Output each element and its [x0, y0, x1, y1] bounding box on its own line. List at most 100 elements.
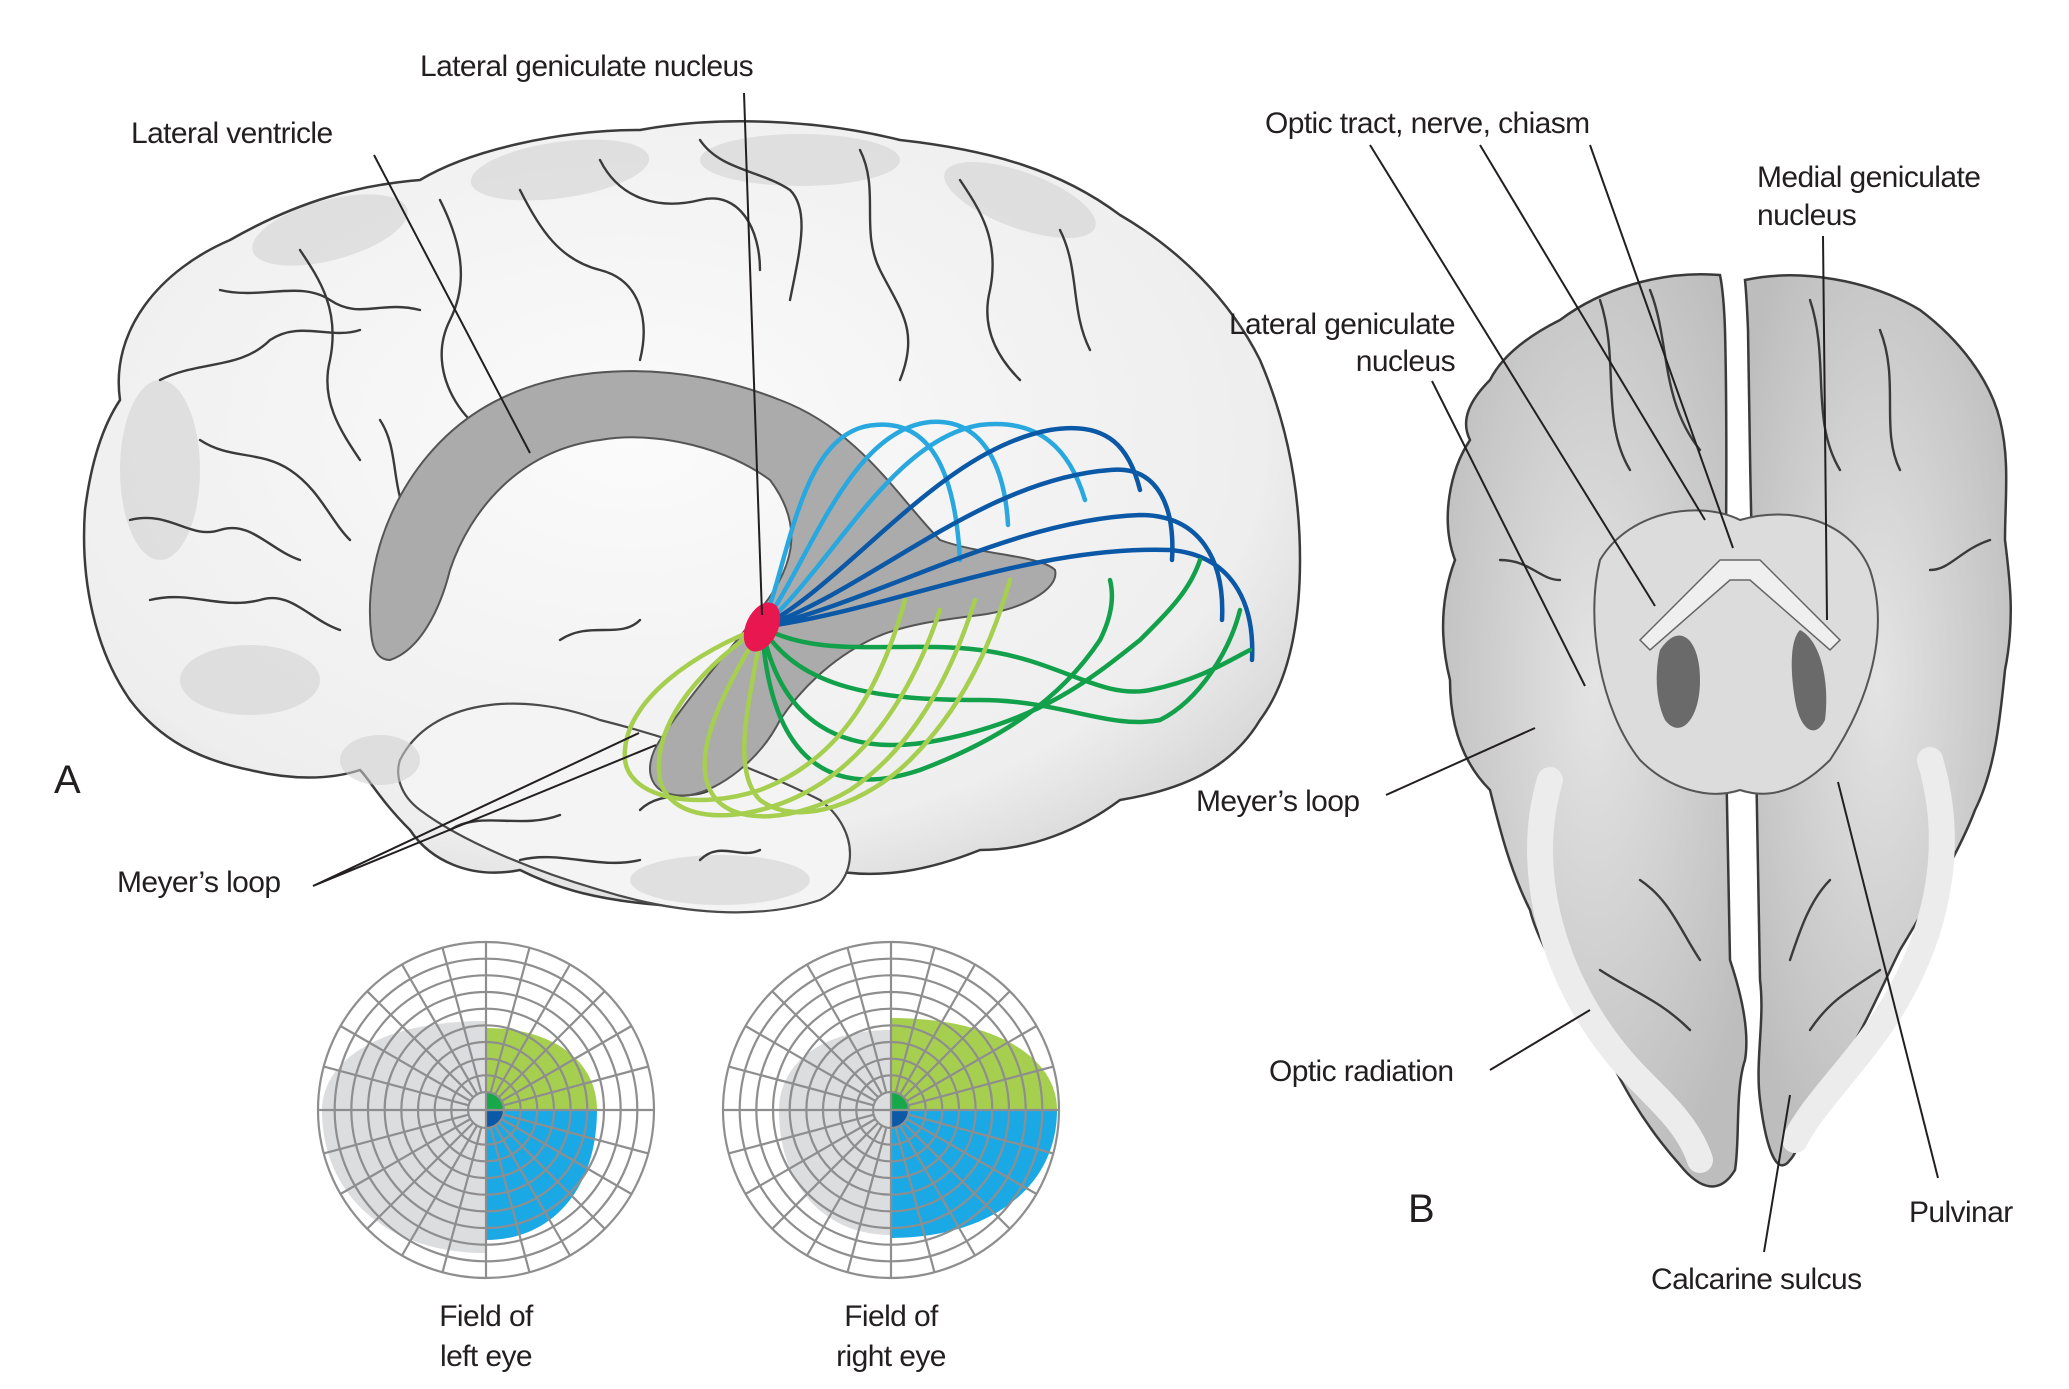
field-center-gray [468, 1110, 486, 1128]
field-grid-spoke [366, 1121, 475, 1230]
section-left-hemisphere [1441, 273, 1748, 1188]
field-grid-spoke [489, 947, 531, 1093]
lateral-ventricle [368, 370, 1057, 797]
panel-label-b: B [1408, 1187, 1435, 1231]
field-grid-spoke [503, 1113, 649, 1155]
label-meyers-loop-b: Meyer’s loop [1196, 785, 1359, 818]
field-grid-spoke [323, 1113, 469, 1155]
label-optic-radiation: Optic radiation [1269, 1055, 1453, 1088]
field-grid-spoke [339, 1025, 471, 1102]
visual-field-right [721, 940, 1061, 1280]
field-grid-spoke [906, 1118, 1038, 1195]
optic-radiation-fibers [622, 419, 1255, 819]
field-grid-spoke [501, 1025, 633, 1102]
label-pulvinar: Pulvinar [1909, 1196, 2013, 1229]
field-grid-spoke [902, 1121, 1011, 1230]
field-grid-spoke [497, 1121, 606, 1230]
gyri-shading [120, 134, 1096, 905]
field-grid-spoke [908, 1065, 1054, 1107]
lgn-leader-line [743, 92, 763, 616]
field-grid-spoke [894, 1127, 936, 1273]
label-lateral-geniculate-nucleus-a: Lateral geniculate nucleus [420, 50, 753, 83]
field-grid-spoke [908, 1113, 1054, 1155]
field-grid-spoke [846, 947, 888, 1093]
field-grid-spoke [806, 963, 883, 1095]
optic-fiber [759, 624, 1253, 694]
field-grid-spoke [902, 990, 1011, 1099]
field-grid-spoke [899, 963, 976, 1095]
medial-geniculate-leader [1822, 235, 1828, 621]
optic-chiasm [1638, 559, 1842, 652]
field-grid-spoke [894, 947, 936, 1093]
optic-tract-leader-2 [1479, 144, 1706, 521]
label-meyers-loop-a: Meyer’s loop [117, 866, 280, 899]
field-grid-spoke [497, 990, 606, 1099]
sulci [128, 138, 1092, 865]
optic-fiber [702, 597, 978, 819]
label-field-left-line1: Field of [439, 1300, 534, 1333]
field-grid-spoke [846, 1127, 888, 1273]
field-grid-spoke [728, 1065, 874, 1107]
optic-fiber [759, 607, 1243, 725]
field-grid-spoke [728, 1113, 874, 1155]
field-grid-spoke [494, 1125, 571, 1257]
lateral-geniculate-b-leader [1431, 380, 1586, 687]
label-calcarine-sulcus: Calcarine sulcus [1651, 1263, 1862, 1296]
field-center-lower [891, 1110, 909, 1128]
field-center-gray [873, 1092, 891, 1110]
field-grid-spoke [771, 990, 880, 1099]
optic-radiation-band-right [1782, 747, 1955, 1153]
cerebrum-outline [82, 120, 1302, 910]
field-grid-spoke [806, 1125, 883, 1257]
label-field-right-line2: right eye [836, 1340, 946, 1373]
field-grid-spoke [366, 990, 475, 1099]
optic-fiber [759, 421, 1088, 630]
field-center-gray [873, 1110, 891, 1128]
meyers-loop-leader-a [312, 732, 657, 887]
label-optic-tract-nerve-chiasm: Optic tract, nerve, chiasm [1265, 107, 1590, 140]
thalamus-region [1593, 509, 1879, 795]
optic-fiber [742, 577, 1013, 815]
lateral-ventricle-leader-line [373, 154, 531, 454]
label-lateral-ventricle: Lateral ventricle [131, 117, 333, 150]
field-grid-spoke [339, 1118, 471, 1195]
optic-fiber [759, 547, 1255, 663]
optic-fiber [622, 597, 908, 803]
field-grid-spoke [771, 1121, 880, 1230]
ventricle-dark-right [1791, 630, 1827, 731]
label-lateral-geniculate-b-line2: nucleus [1356, 345, 1455, 378]
field-grid-spoke [441, 947, 483, 1093]
optic-fiber [759, 467, 1175, 630]
panel-a-brain [82, 120, 1302, 914]
label-field-right-line1: Field of [844, 1300, 939, 1333]
field-center-upper [891, 1092, 909, 1110]
optic-fiber [656, 607, 943, 818]
optic-fiber [759, 557, 1203, 748]
field-grid-spoke [906, 1025, 1038, 1102]
calcarine-sulcus-leader [1763, 1094, 1791, 1253]
optic-fiber [759, 512, 1225, 630]
field-center-upper [486, 1092, 504, 1110]
optic-radiation-leader [1489, 1009, 1591, 1071]
optic-fiber [759, 419, 1011, 630]
label-medial-geniculate-line2: nucleus [1757, 199, 1856, 232]
optic-fiber [759, 577, 1115, 782]
label-medial-geniculate-line1: Medial geniculate [1757, 161, 1980, 194]
label-field-left-line2: left eye [440, 1340, 532, 1373]
panel-label-a: A [54, 758, 81, 802]
optic-tract-leader-3 [1589, 144, 1734, 549]
optic-fiber [759, 425, 1143, 630]
field-center-lower [486, 1110, 504, 1128]
field-grid-spoke [501, 1118, 633, 1195]
field-grid-spoke [401, 1125, 478, 1257]
field-grid-spoke [489, 1127, 531, 1273]
field-grid-spoke [744, 1025, 876, 1102]
field-grid-spoke [494, 963, 571, 1095]
field-grid-spoke [744, 1118, 876, 1195]
panel-b-section [1441, 273, 2013, 1188]
field-grid [316, 940, 656, 1280]
section-sulci [1498, 288, 1992, 1032]
meyers-loop-b-leader [1385, 727, 1536, 796]
field-grid-spoke [899, 1125, 976, 1257]
field-grid-spoke [441, 1127, 483, 1273]
